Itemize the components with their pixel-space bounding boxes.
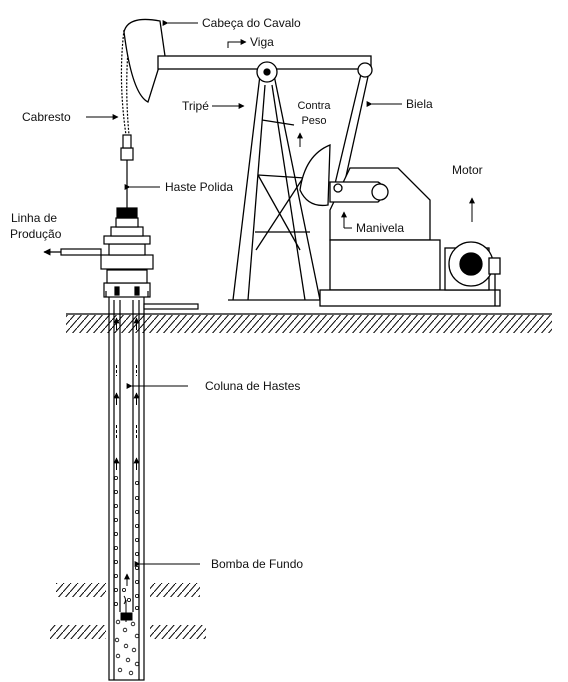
side-flow-line bbox=[144, 304, 198, 309]
label-peso: Peso bbox=[292, 114, 336, 128]
label-motor: Motor bbox=[452, 163, 483, 177]
label-haste-polida: Haste Polida bbox=[165, 180, 233, 194]
wellhead bbox=[101, 208, 153, 297]
label-viga: Viga bbox=[250, 35, 274, 49]
label-producao: Produção bbox=[10, 227, 61, 241]
label-cabeca-do-cavalo: Cabeça do Cavalo bbox=[202, 16, 301, 30]
label-contra: Contra bbox=[292, 99, 336, 113]
label-manivela: Manivela bbox=[356, 221, 404, 235]
label-bomba-de-fundo: Bomba de Fundo bbox=[211, 557, 303, 571]
bottom-pump bbox=[121, 574, 132, 622]
label-coluna-de-hastes: Coluna de Hastes bbox=[205, 379, 300, 393]
crank bbox=[330, 182, 388, 202]
label-cabresto: Cabresto bbox=[22, 110, 71, 124]
well-casing bbox=[109, 296, 144, 680]
label-biela: Biela bbox=[406, 97, 433, 111]
counterweight bbox=[300, 145, 330, 205]
label-linha-de: Linha de bbox=[11, 211, 57, 225]
label-tripe: Tripé bbox=[182, 99, 209, 113]
production-line bbox=[44, 249, 101, 255]
formation-hatch bbox=[50, 583, 206, 639]
